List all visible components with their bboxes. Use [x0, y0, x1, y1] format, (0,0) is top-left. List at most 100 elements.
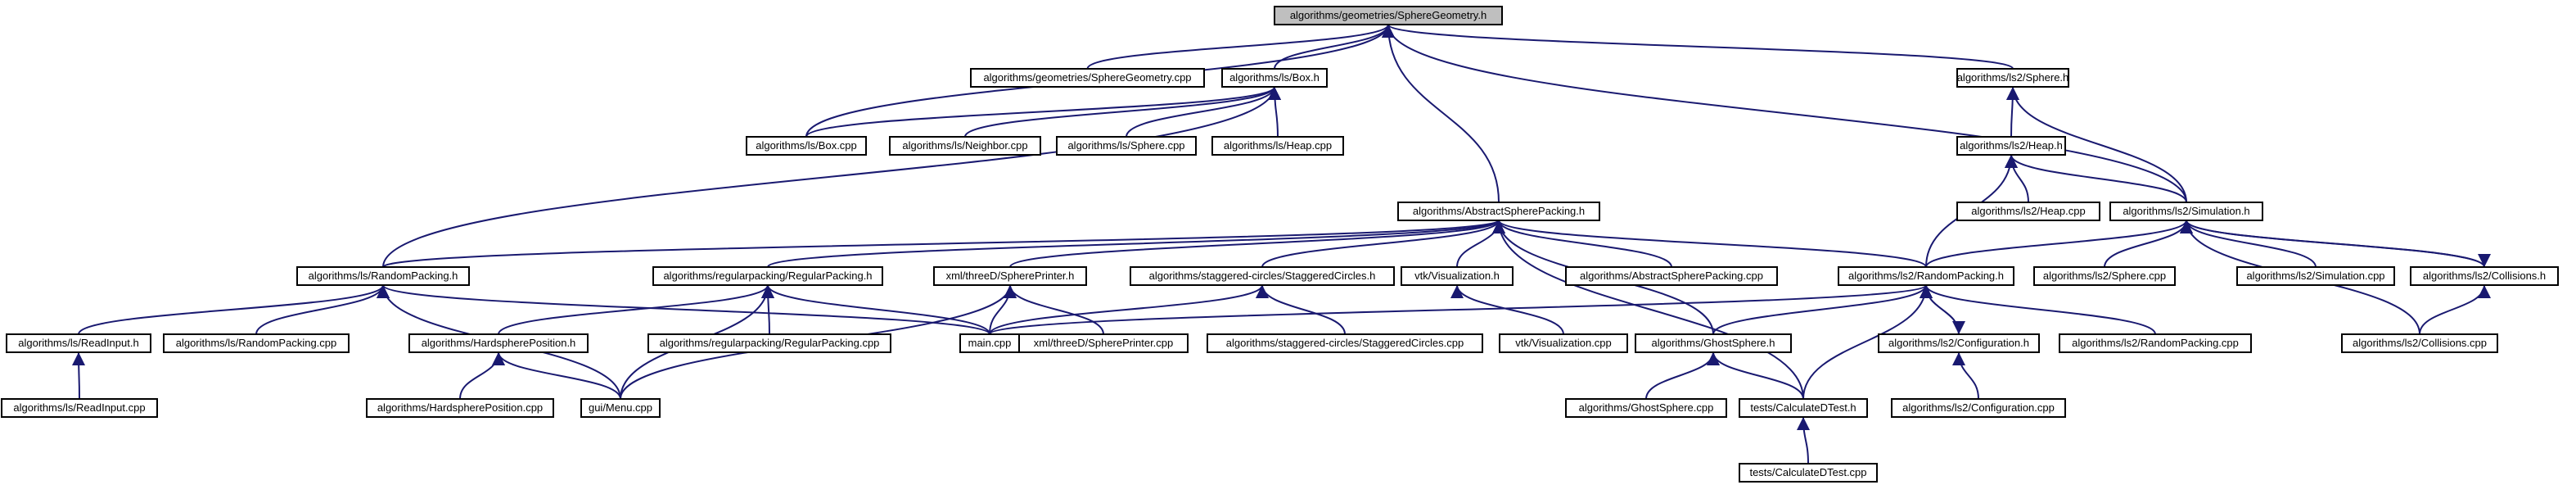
edge-asp-cpp-to-asp-h: [1492, 220, 1672, 268]
node-label: algorithms/geometries/SphereGeometry.cpp: [983, 71, 1191, 84]
node-label: algorithms/HardspherePosition.cpp: [377, 401, 543, 414]
node-algorithms-ls2-configuration-h[interactable]: algorithms/ls2/Configuration.h: [1878, 333, 2040, 353]
node-algorithms-ls-randompacking-cpp[interactable]: algorithms/ls/RandomPacking.cpp: [163, 333, 350, 353]
edge-ls2rand-cpp-to-ls2rand-h: [1920, 284, 2156, 335]
node-algorithms-ls2-collisions-cpp[interactable]: algorithms/ls2/Collisions.cpp: [2341, 333, 2498, 353]
node-algorithms-hardsphereposition-h[interactable]: algorithms/HardspherePosition.h: [408, 333, 589, 353]
node-algorithms-hardsphereposition-cpp[interactable]: algorithms/HardspherePosition.cpp: [366, 398, 554, 418]
node-algorithms-ls2-randompacking-cpp[interactable]: algorithms/ls2/RandomPacking.cpp: [2059, 333, 2252, 353]
edge-config-cpp-to-config-h: [1952, 351, 1979, 400]
node-label: algorithms/ls2/Simulation.cpp: [2246, 270, 2384, 282]
node-algorithms-ls2-sphere-h[interactable]: algorithms/ls2/Sphere.h: [1956, 68, 2069, 88]
node-box: [2341, 333, 2498, 353]
edge-ls2rand-h-to-config-h: [1925, 284, 1965, 335]
node-algorithms-ls2-heap-cpp[interactable]: algorithms/ls2/Heap.cpp: [1956, 202, 2100, 221]
edge-ls2rand-h-to-sim-h: [1925, 220, 2193, 268]
edge-main-cpp-to-regpack-h: [761, 284, 990, 335]
node-algorithms-ghostsphere-cpp[interactable]: algorithms/GhostSphere.cpp: [1565, 398, 1727, 418]
node-box: [1878, 333, 2040, 353]
node-vtk-visualization-h[interactable]: vtk/Visualization.h: [1401, 266, 1514, 286]
node-algorithms-staggered-circles-staggeredcircles-h[interactable]: algorithms/staggered-circles/StaggeredCi…: [1130, 266, 1395, 286]
edge-ls2sphere-h-to-sg-h: [1382, 24, 2014, 70]
edge-sim-h-to-heap-h: [2005, 154, 2187, 203]
node-box: [1401, 266, 1514, 286]
edge-asp-h-to-sg-h: [1382, 24, 1500, 203]
node-label: algorithms/ls2/Collisions.cpp: [2353, 337, 2487, 349]
node-algorithms-ls2-sphere-cpp[interactable]: algorithms/ls2/Sphere.cpp: [2033, 266, 2176, 286]
node-box: [1207, 333, 1483, 353]
edge-regpack-cpp-to-regpack-h: [761, 284, 775, 335]
node-box: [970, 68, 1205, 88]
node-label: algorithms/regularpacking/RegularPacking…: [660, 337, 880, 349]
node-label: algorithms/GhostSphere.cpp: [1579, 401, 1714, 414]
node-label: algorithms/ls/Sphere.cpp: [1067, 139, 1184, 152]
node-label: vtk/Visualization.cpp: [1515, 337, 1612, 349]
node-label: gui/Menu.cpp: [589, 401, 652, 414]
edge-spp-h-to-asp-h: [1009, 220, 1505, 268]
node-algorithms-ls2-simulation-cpp[interactable]: algorithms/ls2/Simulation.cpp: [2236, 266, 2395, 286]
node-algorithms-ls2-simulation-h[interactable]: algorithms/ls2/Simulation.h: [2109, 202, 2263, 221]
node-label: algorithms/ls2/Configuration.cpp: [1902, 401, 2055, 414]
node-algorithms-regularpacking-regularpacking-cpp[interactable]: algorithms/regularpacking/RegularPacking…: [647, 333, 891, 353]
node-algorithms-ls-box-h[interactable]: algorithms/ls/Box.h: [1221, 68, 1328, 88]
node-box: [2059, 333, 2252, 353]
node-xml-threed-sphereprinter-h[interactable]: xml/threeD/SpherePrinter.h: [933, 266, 1087, 286]
node-box: [1956, 136, 2066, 156]
node-algorithms-geometries-spheregeometry-h[interactable]: algorithms/geometries/SphereGeometry.h: [1274, 6, 1503, 25]
node-vtk-visualization-cpp[interactable]: vtk/Visualization.cpp: [1499, 333, 1628, 353]
node-label: algorithms/ls/Box.cpp: [756, 139, 857, 152]
node-box: [1956, 68, 2069, 88]
node-label: tests/CalculateDTest.h: [1750, 401, 1856, 414]
node-label: algorithms/ls/Box.h: [1229, 71, 1320, 84]
node-box: [933, 266, 1087, 286]
edge-calcd-cpp-to-calcd-h: [1797, 416, 1811, 465]
node-algorithms-ls2-collisions-h[interactable]: algorithms/ls2/Collisions.h: [2410, 266, 2559, 286]
node-xml-threed-sphereprinter-cpp[interactable]: xml/threeD/SpherePrinter.cpp: [1018, 333, 1189, 353]
node-box: [1274, 6, 1503, 25]
edge-sim-h-to-coll-h: [2186, 220, 2491, 268]
node-algorithms-ls-sphere-cpp[interactable]: algorithms/ls/Sphere.cpp: [1056, 136, 1197, 156]
edge-ls2heap-cpp-to-heap-h: [2005, 154, 2029, 203]
node-label: algorithms/ls2/Sphere.h: [1957, 71, 2069, 84]
node-algorithms-regularpacking-regularpacking-h[interactable]: algorithms/regularpacking/RegularPacking…: [652, 266, 883, 286]
node-label: algorithms/GhostSphere.h: [1651, 337, 1775, 349]
node-algorithms-ls-heap-cpp[interactable]: algorithms/ls/Heap.cpp: [1211, 136, 1344, 156]
edge-randpack-cpp-to-randpack-h: [255, 284, 390, 335]
node-tests-calculatedtest-cpp[interactable]: tests/CalculateDTest.cpp: [1739, 463, 1878, 483]
edge-main-cpp-to-stag-h: [989, 284, 1269, 335]
node-algorithms-geometries-spheregeometry-cpp[interactable]: algorithms/geometries/SphereGeometry.cpp: [970, 68, 1205, 88]
node-algorithms-ghostsphere-h[interactable]: algorithms/GhostSphere.h: [1635, 333, 1792, 353]
node-box: [889, 136, 1041, 156]
node-algorithms-ls-readinput-h[interactable]: algorithms/ls/ReadInput.h: [6, 333, 151, 353]
node-main-cpp[interactable]: main.cpp: [959, 333, 1020, 353]
edge-sim-h-to-sg-h: [1382, 24, 2187, 203]
node-gui-menu-cpp[interactable]: gui/Menu.cpp: [580, 398, 661, 418]
node-label: algorithms/ls/Neighbor.cpp: [902, 139, 1027, 152]
node-algorithms-ls2-heap-h[interactable]: algorithms/ls2/Heap.h: [1956, 136, 2066, 156]
node-box: [1130, 266, 1395, 286]
edge-coll-cpp-to-coll-h: [2419, 284, 2491, 335]
node-box: [2033, 266, 2176, 286]
edge-randpack-h-to-box-h: [382, 86, 1281, 268]
node-tests-calculatedtest-h[interactable]: tests/CalculateDTest.h: [1739, 398, 1868, 418]
node-algorithms-ls-neighbor-cpp[interactable]: algorithms/ls/Neighbor.cpp: [889, 136, 1041, 156]
node-algorithms-staggered-circles-staggeredcircles-cpp[interactable]: algorithms/staggered-circles/StaggeredCi…: [1207, 333, 1483, 353]
node-box: [1565, 398, 1727, 418]
node-box: [2236, 266, 2395, 286]
node-algorithms-ls-randompacking-h[interactable]: algorithms/ls/RandomPacking.h: [296, 266, 470, 286]
edge-vis-cpp-to-vis-h: [1450, 284, 1564, 335]
node-label: algorithms/ls2/Heap.h: [1960, 139, 2063, 152]
edge-sg-cpp-to-sg-h: [1086, 24, 1395, 70]
node-algorithms-ls2-randompacking-h[interactable]: algorithms/ls2/RandomPacking.h: [1838, 266, 2014, 286]
node-algorithms-abstractspherepacking-cpp[interactable]: algorithms/AbstractSpherePacking.cpp: [1565, 266, 1778, 286]
edge-hsp-h-to-regpack-h: [498, 284, 774, 335]
node-label: main.cpp: [968, 337, 1012, 349]
node-label: tests/CalculateDTest.cpp: [1749, 466, 1866, 478]
node-algorithms-ls-readinput-cpp[interactable]: algorithms/ls/ReadInput.cpp: [1, 398, 158, 418]
node-box: [6, 333, 151, 353]
node-algorithms-ls2-configuration-cpp[interactable]: algorithms/ls2/Configuration.cpp: [1891, 398, 2066, 418]
node-algorithms-ls-box-cpp[interactable]: algorithms/ls/Box.cpp: [746, 136, 867, 156]
node-box: [1397, 202, 1600, 221]
node-algorithms-abstractspherepacking-h[interactable]: algorithms/AbstractSpherePacking.h: [1397, 202, 1600, 221]
